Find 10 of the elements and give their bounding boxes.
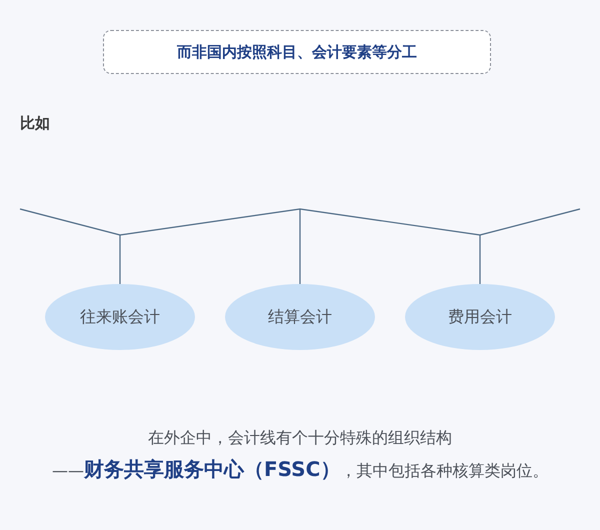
body-text: 在外企中，会计线有个十分特殊的组织结构 (148, 428, 452, 449)
body-text: ——财务共享服务中心（FSSC），其中包括各种核算类岗位。 (52, 456, 548, 483)
section-heading: 比如 (20, 114, 50, 133)
role-ellipse: 费用会计 (405, 284, 555, 350)
connector-line (299, 209, 301, 284)
role-ellipse: 往来账会计 (45, 284, 195, 350)
connector-line (479, 235, 481, 284)
connector-line (119, 235, 121, 284)
dashed-callout-box: 而非国内按照科目、会计要素等分工 (103, 30, 491, 74)
role-ellipse: 结算会计 (225, 284, 375, 350)
